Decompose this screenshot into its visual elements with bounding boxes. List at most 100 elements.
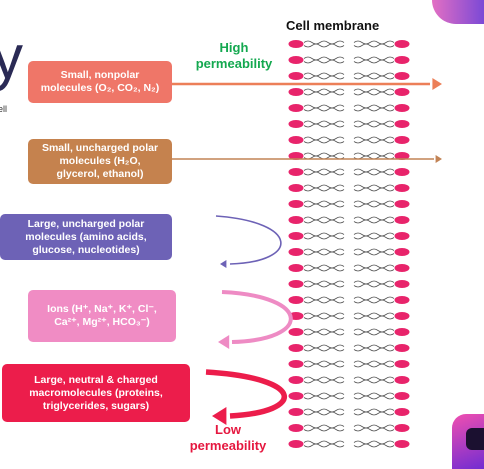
lipid-tail <box>303 443 345 448</box>
lipid-tail <box>353 283 395 288</box>
box-line: molecules (O₂, CO₂, N₂) <box>40 82 160 94</box>
arrow-ions <box>221 290 293 344</box>
phospholipid-head <box>394 88 410 96</box>
arrow-macromolecules <box>205 369 287 419</box>
lipid-tail <box>353 408 395 413</box>
phospholipid-head <box>288 216 304 224</box>
lipid-tail <box>353 171 395 176</box>
low-label-line2: permeability <box>189 438 267 453</box>
arrowhead-ions <box>218 335 230 349</box>
phospholipid-head <box>394 392 410 400</box>
lipid-tail <box>303 91 345 96</box>
lipid-tail <box>353 395 395 400</box>
lipid-tail <box>353 187 395 192</box>
small-polar-box: Small, uncharged polar molecules (H₂O, g… <box>28 139 172 184</box>
ions-box: Ions (H⁺, Na⁺, K⁺, Cl⁻, Ca²⁺, Mg²⁺, HCO₃… <box>28 290 176 342</box>
phospholipid-head <box>394 344 410 352</box>
lipid-tail <box>303 216 345 221</box>
lipid-tail <box>353 200 395 205</box>
phospholipid-head <box>288 376 304 384</box>
lipid-tail <box>303 411 345 416</box>
lipid-tail <box>303 152 345 157</box>
lipid-tail <box>353 427 395 432</box>
lipid-tail <box>303 40 345 45</box>
phospholipid-head <box>288 120 304 128</box>
lipid-tail <box>303 43 345 48</box>
lipid-tail <box>353 120 395 125</box>
lipid-tail <box>303 331 345 336</box>
phospholipid-head <box>288 168 304 176</box>
phospholipid-head <box>394 328 410 336</box>
lipid-tail <box>303 392 345 397</box>
lipid-tail <box>353 43 395 48</box>
lipid-tail <box>303 139 345 144</box>
lipid-tail <box>303 136 345 141</box>
phospholipid-head <box>394 376 410 384</box>
clipped-title-char: y <box>0 23 23 92</box>
lipid-tail <box>303 235 345 240</box>
lipid-tail <box>353 235 395 240</box>
phospholipid-head <box>394 408 410 416</box>
lipid-tail <box>353 312 395 317</box>
lipid-tail <box>303 171 345 176</box>
phospholipid-head <box>288 40 304 48</box>
lipid-tail <box>353 184 395 189</box>
phospholipid-head <box>394 296 410 304</box>
box-line: glucose, nucleotides) <box>32 243 140 256</box>
lipid-tail <box>353 123 395 128</box>
phospholipid-head <box>288 408 304 416</box>
lipid-tail <box>303 184 345 189</box>
lipid-tail <box>303 379 345 384</box>
lipid-tail <box>353 152 395 157</box>
box-line: triglycerides, sugars) <box>42 399 150 412</box>
phospholipid-head <box>394 168 410 176</box>
lipid-tail <box>353 344 395 349</box>
phospholipid-head <box>394 312 410 320</box>
lipid-tail <box>303 203 345 208</box>
phospholipid-head <box>394 120 410 128</box>
arrowhead-small-polar <box>435 155 442 163</box>
lipid-tail <box>353 216 395 221</box>
lipid-tail <box>303 232 345 237</box>
phospholipid-head <box>288 248 304 256</box>
phospholipid-head <box>288 360 304 368</box>
lipid-tail <box>353 392 395 397</box>
lipid-tail <box>353 363 395 368</box>
arrow-large-polar <box>215 215 282 265</box>
lipid-tail <box>353 299 395 304</box>
lipid-tail <box>353 328 395 333</box>
phospholipid-head <box>394 280 410 288</box>
lipid-tail <box>303 363 345 368</box>
phospholipid-head <box>288 56 304 64</box>
low-label-line1: Low <box>215 422 241 437</box>
lipid-tail <box>353 424 395 429</box>
phospholipid-head <box>288 344 304 352</box>
phospholipid-head <box>394 248 410 256</box>
lipid-tail <box>353 40 395 45</box>
high-label-line2: permeability <box>195 56 273 71</box>
lipid-tail <box>353 376 395 381</box>
phospholipid-head <box>394 56 410 64</box>
lipid-tail <box>353 331 395 336</box>
lipid-tail <box>353 75 395 80</box>
lipid-tail <box>303 248 345 253</box>
phospholipid-head <box>288 72 304 80</box>
lipid-tail <box>303 280 345 285</box>
phospholipid-head <box>288 200 304 208</box>
phospholipid-head <box>288 392 304 400</box>
lipid-tail <box>303 299 345 304</box>
clipped-body-text: ell <box>0 104 8 114</box>
phospholipid-head <box>288 232 304 240</box>
phospholipid-head <box>394 184 410 192</box>
phospholipid-head <box>394 440 410 448</box>
lipid-tail <box>303 251 345 256</box>
corner-decoration-bottom-inner <box>466 428 484 450</box>
phospholipid-head <box>288 440 304 448</box>
phospholipid-head <box>394 152 410 160</box>
lipid-tail <box>303 88 345 93</box>
lipid-tail <box>353 251 395 256</box>
box-line: Small, nonpolar <box>60 69 140 81</box>
lipid-tail <box>303 427 345 432</box>
lipid-tail <box>303 424 345 429</box>
high-permeability-label: High permeability <box>188 40 280 72</box>
